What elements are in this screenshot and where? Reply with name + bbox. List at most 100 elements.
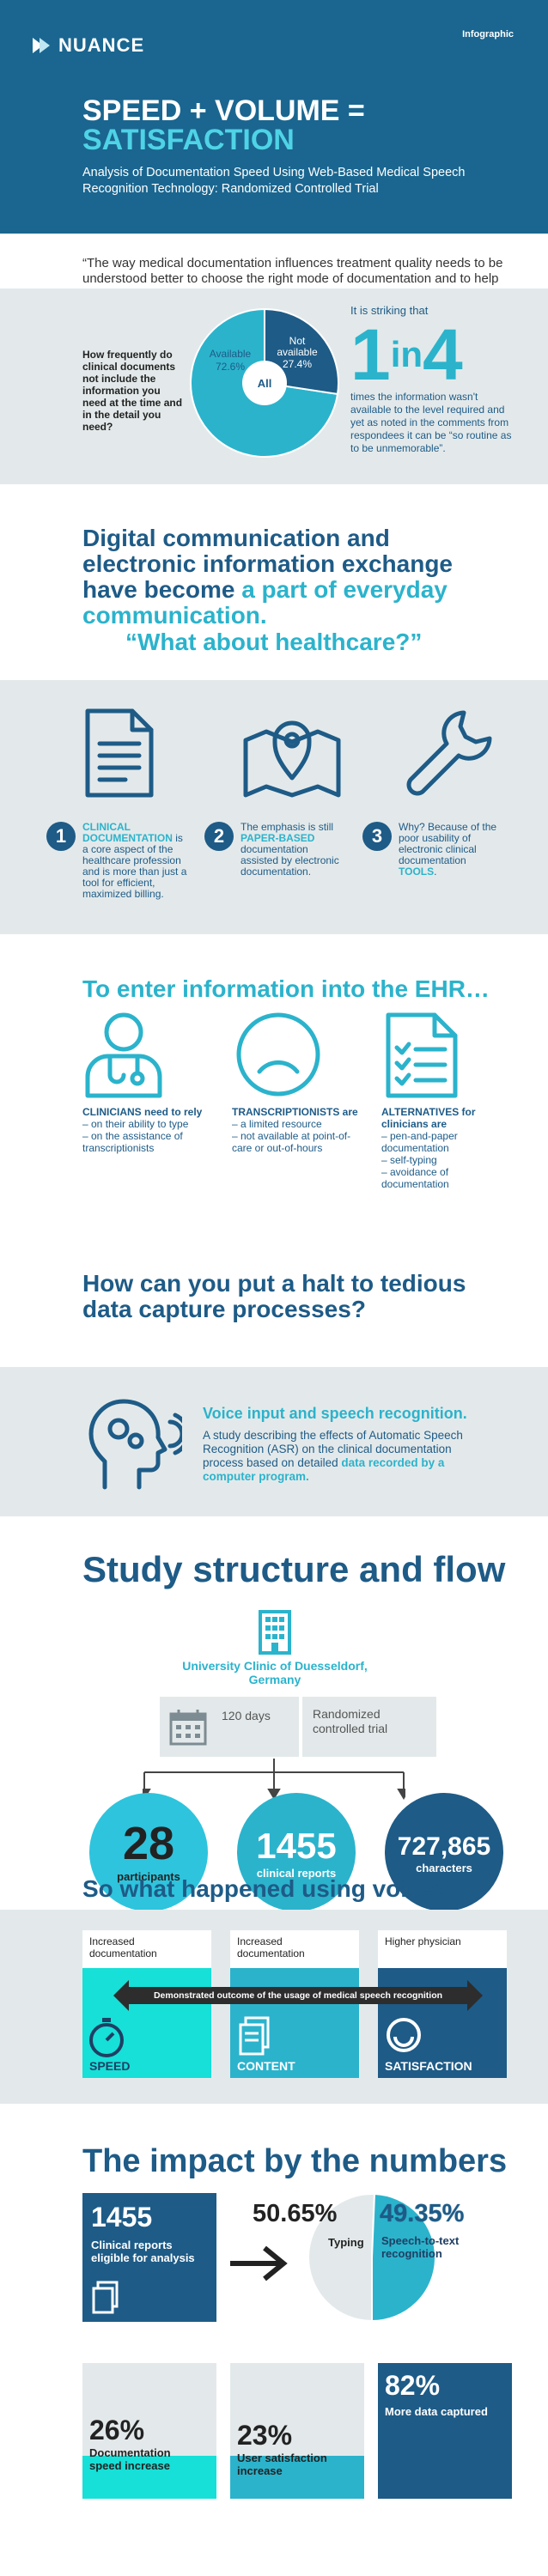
healthcare-section: 1 CLINICAL DOCUMENTATION is a core aspec… <box>0 680 548 934</box>
typing-label: Typing <box>328 2236 364 2249</box>
ehr-transcriptionists-list: – a limited resource – not available at … <box>232 1118 361 1154</box>
study-heading: Study structure and flow <box>82 1549 506 1589</box>
one-in-four-description: times the information wasn't available t… <box>350 391 512 454</box>
halt-section: How can you put a halt to tedious data c… <box>0 1230 548 1367</box>
satisfaction-card: Higher physician SATISFACTION <box>378 1930 507 2078</box>
list-item: – self-typing <box>381 1154 437 1166</box>
speed-card-caption: Increased documentation <box>82 1930 211 1968</box>
healthcare-question: “What about healthcare?” <box>125 629 423 655</box>
logo-text: NUANCE <box>58 34 145 56</box>
voice-heading: Voice input and speech recognition. <box>203 1405 467 1422</box>
point-text-1: CLINICAL DOCUMENTATION is a core aspect … <box>82 821 187 900</box>
arrow-right-icon <box>230 2245 288 2281</box>
ehr-transcriptionists-head: TRANSCRIPTIONISTS are <box>232 1106 358 1118</box>
header: NUANCE Infographic SPEED + VOLUME = SATI… <box>0 0 548 234</box>
speed-increase-label: Documentation speed increase <box>89 2446 171 2472</box>
trial-type-label: Randomized controlled trial <box>313 1707 388 1735</box>
satisfaction-increase-number: 23% <box>237 2420 293 2451</box>
study-section: Study structure and flow University Clin… <box>0 1516 548 1911</box>
infographic-tag: Infographic <box>462 29 514 39</box>
ehr-clinicians-head: CLINICIANS need to rely <box>82 1106 203 1118</box>
list-item: – a limited resource <box>232 1118 322 1130</box>
characters-circle: 727,865 characters <box>385 1793 503 1911</box>
list-item: – not available at point-of-care or out-… <box>232 1130 351 1154</box>
calendar-icon <box>169 1710 207 1746</box>
impact-section: The impact by the numbers 1455 Clinical … <box>0 2104 548 2576</box>
flow-connector <box>143 1759 405 1800</box>
ehr-alternatives-list: – pen-and-paper documentation – self-typ… <box>381 1130 493 1190</box>
survey-section: How frequently do clinical documents not… <box>0 289 548 484</box>
list-item: – on the assistance of transcriptionists <box>82 1130 183 1154</box>
content-card-caption: Increased documentation <box>230 1930 359 1968</box>
nuance-logo[interactable]: NUANCE <box>31 34 144 57</box>
smile-icon <box>387 2018 421 2052</box>
slice-value-not-available: 27.4% <box>283 358 312 370</box>
survey-question: How frequently do clinical documents not… <box>82 349 183 433</box>
characters-count: 727,865 <box>397 1832 491 1861</box>
reports-description: Clinical reports eligible for analysis <box>91 2239 195 2264</box>
digital-section: Digital communication and electronic inf… <box>0 484 548 680</box>
clinician-icon <box>85 1012 162 1098</box>
halt-heading: How can you put a halt to tedious data c… <box>82 1270 466 1322</box>
clinic-name: University Clinic of Duesseldorf, German… <box>182 1659 368 1686</box>
ehr-section: To enter information into the EHR… CLINI… <box>0 934 548 1230</box>
pie-slice-typing <box>307 2193 376 2323</box>
satisfaction-card-label: SATISFACTION <box>385 2059 472 2073</box>
one-in-four-number: 1in4 <box>350 314 463 395</box>
list-item: – avoidance of documentation <box>381 1166 449 1190</box>
digital-heading: Digital communication and electronic inf… <box>82 525 453 629</box>
participants-label: participants <box>117 1870 180 1883</box>
title-line-1: SPEED + VOLUME = <box>82 94 365 127</box>
slice-label-available: Available <box>210 348 252 360</box>
point-number-3: 3 <box>362 822 392 851</box>
duration-label: 120 days <box>222 1709 271 1722</box>
point-number-2: 2 <box>204 822 234 851</box>
pie-slice-speech <box>371 2193 436 2323</box>
one-in-four-stat: It is striking that 1in4 times the infor… <box>350 304 519 455</box>
point-text-2: The emphasis is still PAPER-BASED docume… <box>241 821 339 878</box>
pie-center-hole <box>242 361 287 405</box>
documents-icon <box>239 2016 270 2056</box>
speed-increase-box: 26% Documentation speed increase <box>82 2363 216 2499</box>
ehr-transcriptionists: TRANSCRIPTIONISTS are – a limited resour… <box>232 1106 361 1154</box>
ehr-heading: To enter information into the EHR… <box>82 975 490 1002</box>
pie-center-label: All <box>258 377 272 390</box>
checklist-icon <box>386 1012 458 1098</box>
happened-heading: So what happened using voice? <box>82 1875 449 1902</box>
reports-box: 1455 Clinical reports eligible for analy… <box>82 2193 216 2322</box>
content-card: Increased documentation CONTENT <box>230 1930 359 2078</box>
typing-percent: 50.65% <box>253 2200 338 2227</box>
point-text-3: Why? Because of the poor usability of el… <box>399 821 497 878</box>
ehr-alternatives-head: ALTERNATIVES for clinicians are <box>381 1106 476 1130</box>
quote-section: “The way medical documentation influence… <box>0 234 548 301</box>
map-pin-icon <box>243 720 341 798</box>
speed-increase-number: 26% <box>89 2415 145 2445</box>
trial-type-box: Randomized controlled trial <box>302 1697 436 1757</box>
striking-text: It is striking that <box>350 304 429 317</box>
characters-label: characters <box>416 1862 472 1874</box>
ehr-clinicians: CLINICIANS need to rely – on their abili… <box>82 1106 211 1154</box>
speed-card: Increased documentation SPEED <box>82 1930 211 2078</box>
speech-label: Speech-to-text recognition <box>381 2234 460 2260</box>
building-icon <box>259 1610 291 1655</box>
voice-section: Voice input and speech recognition. A st… <box>0 1367 548 1516</box>
outcome-arrow <box>113 1980 483 2011</box>
reports-count: 1455 <box>256 1826 337 1866</box>
speed-card-label: SPEED <box>89 2059 131 2073</box>
data-captured-number: 82% <box>385 2370 441 2401</box>
voice-text: A study describing the effects of Automa… <box>203 1429 463 1483</box>
sad-face-icon <box>236 1012 320 1097</box>
reports-circle: 1455 clinical reports <box>237 1793 356 1911</box>
head-gears-icon <box>88 1399 182 1490</box>
speech-percent: 49.35% <box>380 2200 465 2227</box>
stopwatch-icon <box>89 2018 124 2057</box>
data-captured-label: More data captured <box>385 2405 488 2418</box>
slice-value-available: 72.6% <box>216 361 245 373</box>
wrench-icon <box>406 710 492 796</box>
duration-box: 120 days <box>160 1697 299 1757</box>
content-card-label: CONTENT <box>237 2059 295 2073</box>
document-icon <box>85 708 154 798</box>
participants-circle: 28 participants <box>89 1793 208 1911</box>
